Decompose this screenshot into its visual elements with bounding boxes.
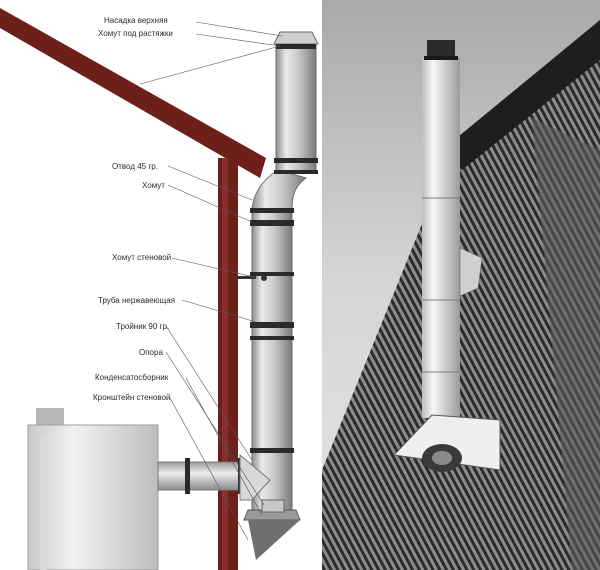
label-clamp: Хомут — [142, 181, 165, 190]
label-support: Опора — [139, 348, 163, 357]
label-condensate: Конденсатосборник — [95, 373, 169, 382]
horizontal-connector — [157, 458, 247, 494]
label-tee90: Тройник 90 гр. — [116, 322, 170, 331]
leader-lines — [139, 21, 283, 541]
chimney-photo — [322, 0, 600, 570]
label-clamp-wall: Хомут стеновой — [112, 253, 172, 262]
label-nozzle: Насадка верхняя — [104, 16, 168, 25]
label-pipe-ss: Труба нержавеющая — [98, 296, 176, 305]
chimney-diagram — [0, 8, 319, 570]
label-elbow45: Отвод 45 гр. — [112, 162, 158, 171]
label-bracket-wall: Кронштейн стеновой — [93, 393, 171, 402]
boiler — [27, 408, 159, 570]
chimney-pipe — [236, 31, 319, 560]
label-clamp-guy: Хомут под растяжки — [98, 29, 173, 38]
